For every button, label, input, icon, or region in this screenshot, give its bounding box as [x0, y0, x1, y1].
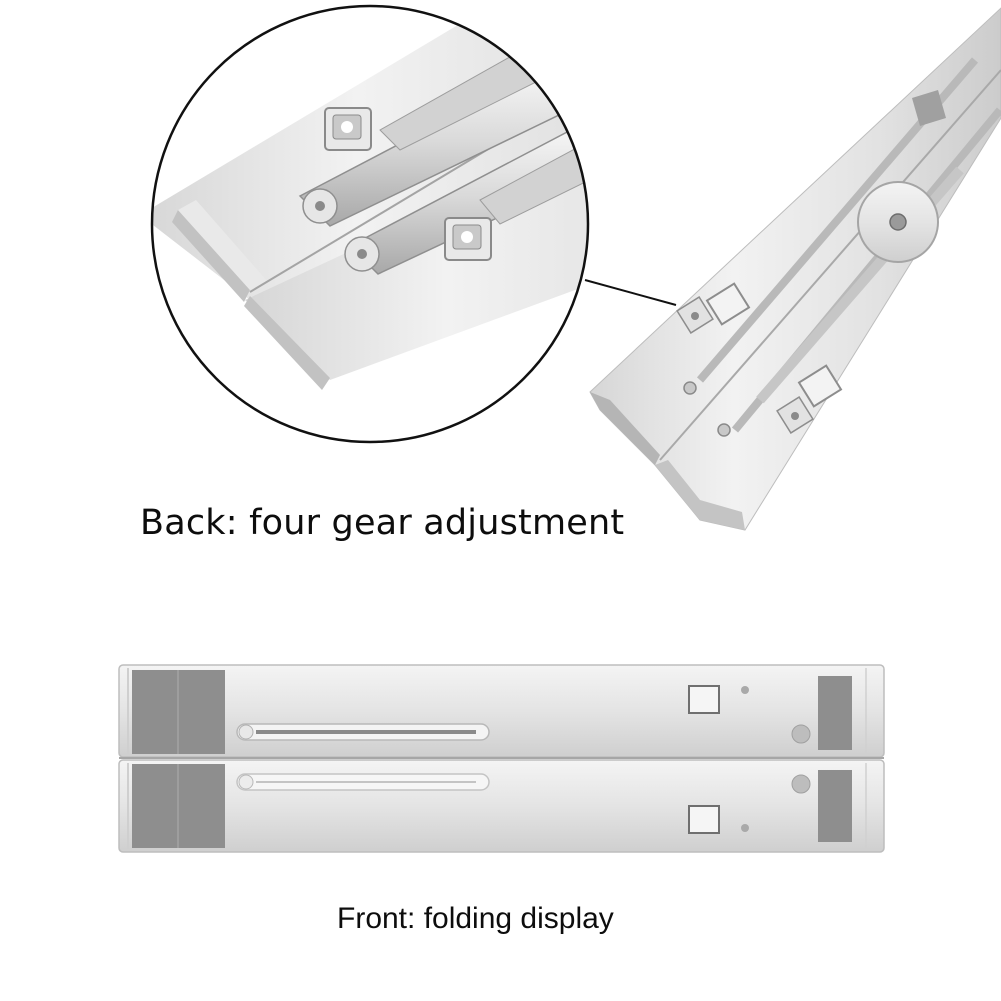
zoom-detail-circle — [150, 4, 590, 444]
front-view-folded-stand — [118, 664, 885, 853]
zoom-pointer-line — [584, 279, 677, 306]
back-view-caption: Back: four gear adjustment — [140, 503, 625, 543]
back-view-stand — [589, 7, 1001, 531]
front-view-caption: Front: folding display — [337, 902, 614, 935]
